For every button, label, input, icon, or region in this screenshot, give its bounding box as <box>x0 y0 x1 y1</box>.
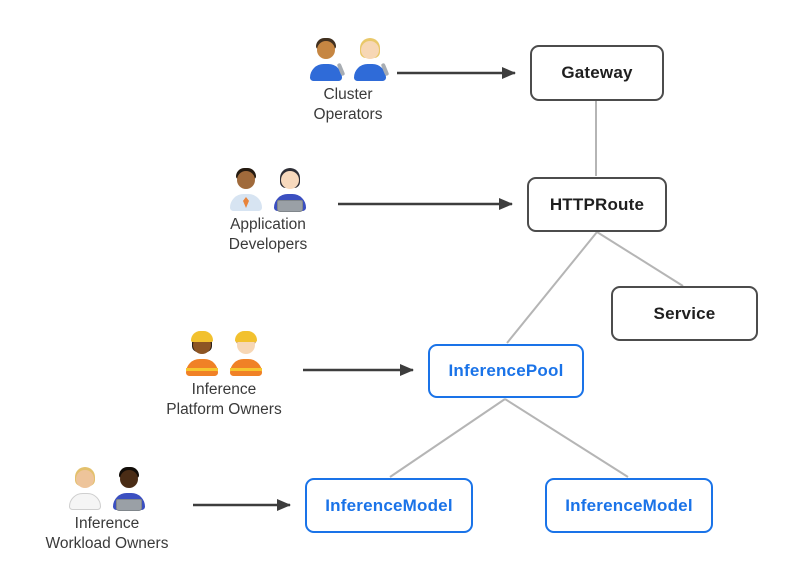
edge-httproute-inferencepool <box>506 231 598 344</box>
persona-inference-platform-owners: Inference Platform Owners <box>139 331 309 420</box>
persona-label: Inference Workload Owners <box>45 515 169 552</box>
man-office-worker-icon <box>227 166 265 212</box>
workload-owners-icons <box>22 465 192 511</box>
node-inferencemodel-1-label: InferenceModel <box>325 495 453 515</box>
node-inferencemodel-2-label: InferenceModel <box>565 495 693 515</box>
health-worker-icon <box>66 465 104 511</box>
persona-cluster-operators: Cluster Operators <box>263 36 433 125</box>
application-developers-icons <box>183 166 353 212</box>
man-technologist-icon <box>110 465 148 511</box>
platform-owners-icons <box>139 331 309 377</box>
woman-construction-worker-icon <box>183 331 221 377</box>
edge-inferencepool-inferencemodel-1 <box>389 398 506 478</box>
man-mechanic-icon <box>307 36 346 82</box>
woman-technologist-icon <box>271 166 309 212</box>
node-inferencemodel-1: InferenceModel <box>305 478 473 533</box>
edge-httproute-service <box>596 231 684 287</box>
cluster-operators-icons <box>263 36 433 82</box>
edge-inferencepool-inferencemodel-2 <box>504 398 629 478</box>
man-construction-worker-icon <box>227 331 265 377</box>
woman-mechanic-icon <box>351 36 390 82</box>
persona-inference-workload-owners: Inference Workload Owners <box>22 465 192 554</box>
node-service: Service <box>611 286 758 341</box>
node-gateway: Gateway <box>530 45 664 101</box>
node-gateway-label: Gateway <box>561 63 633 82</box>
node-inferencemodel-2: InferenceModel <box>545 478 713 533</box>
persona-label: Application Developers <box>228 216 308 253</box>
node-inferencepool-label: InferencePool <box>448 361 564 380</box>
persona-application-developers: Application Developers <box>183 166 353 255</box>
node-inferencepool: InferencePool <box>428 344 584 398</box>
persona-label: Inference Platform Owners <box>166 381 282 418</box>
node-httproute-label: HTTPRoute <box>549 194 645 214</box>
persona-label: Cluster Operators <box>313 86 383 123</box>
node-service-label: Service <box>653 303 716 323</box>
node-httproute: HTTPRoute <box>527 177 667 232</box>
